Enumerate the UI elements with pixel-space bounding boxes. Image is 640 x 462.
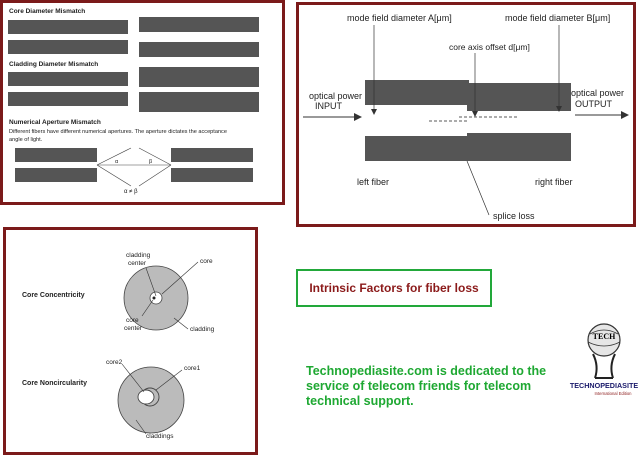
arrow-icon — [556, 106, 562, 112]
pointer-line — [141, 299, 154, 317]
right-fiber-label: right fiber — [535, 177, 573, 187]
technopediasite-logo: TECH TECHNOPEDIASITE International Editi… — [569, 318, 639, 398]
beta-label: β — [149, 159, 152, 165]
na-cone-line — [138, 164, 172, 187]
svg-text:International Edition: International Edition — [594, 391, 632, 396]
core1-label: core1 — [184, 365, 201, 372]
intrinsic-factors-label: Intrinsic Factors for fiber loss — [296, 269, 492, 307]
core-center-dot — [152, 296, 156, 300]
core-noncircularity-title: Core Noncircularity — [22, 380, 87, 387]
mfd-b-label: mode field diameter B[μm] — [505, 13, 610, 23]
output-label-1: optical power — [571, 88, 624, 98]
cladding-center-label-2: center — [128, 260, 147, 267]
core2-label: core2 — [106, 359, 123, 366]
na-description-line2: angle of light. — [9, 137, 43, 143]
concentricity-panel: Core Concentricity cladding center core … — [3, 227, 258, 455]
na-fiber-left-top — [15, 148, 97, 162]
pointer-line — [161, 261, 199, 295]
na-description-line1: Different fibers have different numerica… — [9, 129, 227, 135]
left-fiber-top — [365, 80, 469, 105]
arrow-icon — [371, 109, 377, 115]
pointer-line — [135, 419, 147, 435]
alpha-label: α — [115, 159, 119, 165]
arrow-right-icon — [621, 111, 629, 119]
arrow-right-icon — [354, 113, 362, 121]
mismatch-panel: Core Diameter Mismatch Cladding Diameter… — [0, 0, 285, 205]
alpha-neq-beta-label: α ≠ β — [124, 189, 138, 195]
fiber-cladding-left-top — [8, 72, 128, 86]
core2-ellipse — [137, 389, 155, 405]
pointer-line — [155, 369, 183, 391]
cladding-center-label-1: cladding — [126, 252, 151, 259]
na-cone-line — [96, 147, 132, 166]
fiber-cladding-right-bottom — [139, 92, 259, 112]
cladding-diameter-mismatch-title: Cladding Diameter Mismatch — [9, 61, 98, 68]
splice-offset-diagram: mode field diameter A[μm] mode field dia… — [303, 13, 629, 221]
input-label-2: INPUT — [315, 101, 343, 111]
fiber-cladding-left-bottom — [8, 92, 128, 106]
fiber-right-bottom — [139, 42, 259, 57]
fiber-left-bottom — [8, 40, 128, 54]
mfd-a-label: mode field diameter A[μm] — [347, 13, 452, 23]
pointer-line — [173, 317, 189, 330]
core-label: core — [200, 258, 213, 265]
splice-loss-label: splice loss — [493, 211, 535, 221]
svg-text:TECH: TECH — [593, 332, 616, 341]
output-label-2: OUTPUT — [575, 99, 613, 109]
right-fiber-bottom — [467, 133, 571, 161]
core-circle — [149, 291, 163, 305]
concentricity-diagram: Core Concentricity cladding center core … — [22, 252, 215, 440]
dedicated-text: Technopediasite.com is dedicated to the … — [306, 364, 547, 408]
pointer-line — [145, 267, 157, 297]
core-concentricity-title: Core Concentricity — [22, 292, 85, 299]
claddings-label: claddings — [146, 433, 174, 440]
core-center-label-1: core — [126, 317, 139, 324]
na-fiber-right-bottom — [171, 168, 253, 182]
left-fiber-label: left fiber — [357, 177, 389, 187]
input-label-1: optical power — [309, 91, 362, 101]
splice-offset-panel: mode field diameter A[μm] mode field dia… — [296, 2, 636, 227]
mismatch-diagram: Core Diameter Mismatch Cladding Diameter… — [8, 8, 259, 195]
core-center-label-2: center — [124, 325, 143, 332]
na-fiber-left-bottom — [15, 168, 97, 182]
na-cone-line — [138, 147, 172, 166]
pointer-line — [121, 363, 145, 393]
left-fiber-bottom — [365, 136, 469, 161]
intrinsic-factors-text: Intrinsic Factors for fiber loss — [309, 281, 479, 295]
splice-loss-pointer — [466, 160, 490, 216]
right-fiber-top — [467, 83, 571, 111]
arrow-icon — [472, 111, 478, 117]
fiber-cladding-right-top — [139, 67, 259, 87]
core-offset-label: core axis offset d[μm] — [449, 42, 530, 52]
na-fiber-right-top — [171, 148, 253, 162]
na-cone-line — [96, 164, 132, 187]
na-mismatch-title: Numerical Aperture Mismatch — [9, 119, 101, 126]
core-diameter-mismatch-title: Core Diameter Mismatch — [9, 8, 85, 15]
fiber-left-top — [8, 20, 128, 34]
svg-text:TECHNOPEDIASITE: TECHNOPEDIASITE — [570, 381, 638, 390]
fiber-right-top — [139, 17, 259, 32]
cladding-label: cladding — [190, 326, 215, 333]
